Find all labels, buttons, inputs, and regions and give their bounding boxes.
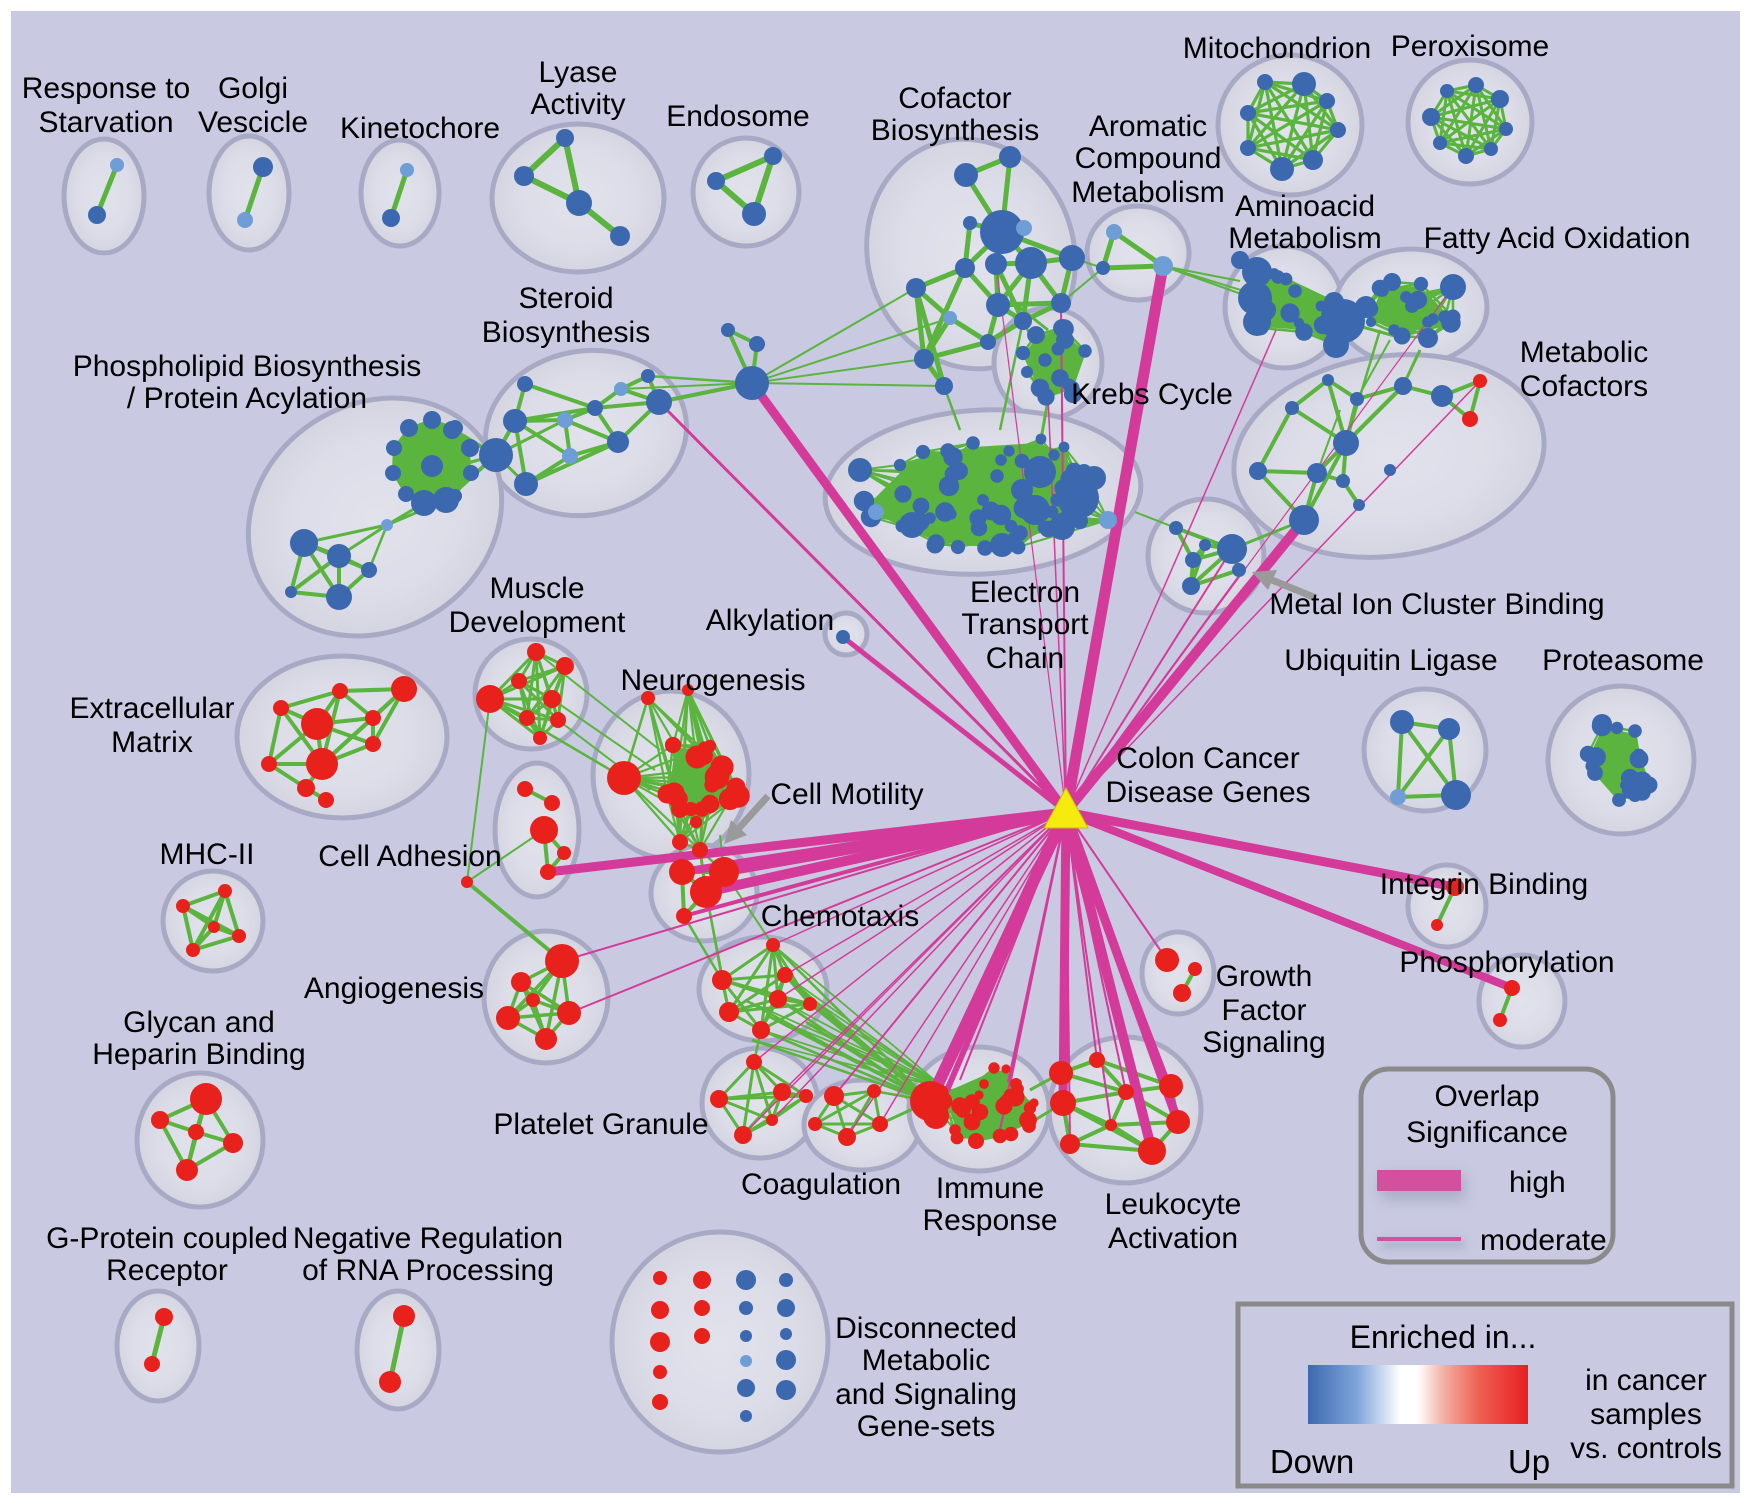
svg-text:Overlap: Overlap [1434,1080,1539,1113]
svg-text:Phosphorylation: Phosphorylation [1399,946,1614,979]
svg-text:Metabolic: Metabolic [1520,336,1648,369]
svg-text:Matrix: Matrix [111,726,193,759]
svg-text:high: high [1509,1166,1566,1199]
svg-text:Integrin Binding: Integrin Binding [1380,868,1588,901]
svg-text:Alkylation: Alkylation [706,604,834,637]
svg-text:Metal Ion Cluster Binding: Metal Ion Cluster Binding [1269,588,1604,621]
svg-text:Activation: Activation [1108,1222,1238,1255]
svg-text:Heparin Binding: Heparin Binding [92,1038,305,1071]
svg-text:Fatty Acid Oxidation: Fatty Acid Oxidation [1424,222,1691,255]
svg-text:G-Protein coupled: G-Protein coupled [46,1222,288,1255]
svg-text:Peroxisome: Peroxisome [1391,30,1549,63]
svg-text:Steroid: Steroid [518,282,613,315]
svg-text:MHC-II: MHC-II [160,838,255,871]
svg-text:Immune: Immune [936,1172,1044,1205]
svg-text:Endosome: Endosome [666,100,809,133]
svg-text:Biosynthesis: Biosynthesis [482,316,650,349]
svg-text:vs. controls: vs. controls [1570,1432,1722,1465]
svg-text:Compound: Compound [1075,142,1222,175]
svg-text:Muscle: Muscle [489,572,584,605]
svg-text:and Signaling: and Signaling [835,1378,1017,1411]
svg-text:Electron: Electron [970,576,1080,609]
svg-text:Lyase: Lyase [539,56,618,89]
svg-text:Activity: Activity [530,88,625,121]
svg-text:Metabolism: Metabolism [1228,222,1381,255]
svg-text:Platelet Granule: Platelet Granule [493,1108,708,1141]
svg-text:Factor: Factor [1221,994,1306,1027]
svg-text:Cofactor: Cofactor [898,82,1011,115]
svg-text:Response: Response [922,1204,1057,1237]
svg-text:Growth: Growth [1216,960,1313,993]
svg-text:Neurogenesis: Neurogenesis [620,664,805,697]
svg-text:Cell Adhesion: Cell Adhesion [318,840,501,873]
svg-text:/ Protein Acylation: / Protein Acylation [127,382,367,415]
svg-text:of RNA Processing: of RNA Processing [302,1254,554,1287]
svg-text:Glycan and: Glycan and [123,1006,275,1039]
svg-text:Phospholipid Biosynthesis: Phospholipid Biosynthesis [73,350,422,383]
svg-text:Metabolic: Metabolic [862,1344,990,1377]
svg-text:Biosynthesis: Biosynthesis [871,114,1039,147]
svg-text:in cancer: in cancer [1585,1364,1707,1397]
svg-text:Down: Down [1270,1443,1354,1480]
svg-text:Chain: Chain [986,642,1064,675]
svg-text:samples: samples [1590,1398,1702,1431]
svg-text:Angiogenesis: Angiogenesis [304,972,484,1005]
svg-text:Vescicle: Vescicle [198,106,308,139]
svg-text:Starvation: Starvation [38,106,173,139]
svg-text:Aromatic: Aromatic [1089,110,1207,143]
svg-text:Gene-sets: Gene-sets [857,1410,995,1443]
svg-text:Negative Regulation: Negative Regulation [293,1222,563,1255]
svg-text:Cofactors: Cofactors [1520,370,1648,403]
svg-text:Enriched in...: Enriched in... [1350,1319,1537,1355]
svg-text:Cell Motility: Cell Motility [770,778,923,811]
svg-text:Ubiquitin Ligase: Ubiquitin Ligase [1284,644,1497,677]
svg-text:Kinetochore: Kinetochore [340,112,500,145]
svg-text:Disease Genes: Disease Genes [1105,776,1310,809]
svg-text:Aminoacid: Aminoacid [1235,190,1375,223]
svg-text:Significance: Significance [1406,1116,1568,1149]
svg-text:Receptor: Receptor [106,1254,228,1287]
svg-text:Disconnected: Disconnected [835,1312,1017,1345]
svg-text:Metabolism: Metabolism [1071,176,1224,209]
svg-text:Development: Development [449,606,626,639]
svg-text:Chemotaxis: Chemotaxis [761,900,919,933]
svg-text:Response to: Response to [22,72,190,105]
svg-text:moderate: moderate [1480,1224,1607,1257]
svg-text:Up: Up [1508,1443,1550,1480]
svg-text:Colon Cancer: Colon Cancer [1116,742,1299,775]
svg-text:Golgi: Golgi [218,72,288,105]
svg-text:Transport: Transport [961,608,1089,641]
svg-text:Extracellular: Extracellular [69,692,234,725]
svg-text:Coagulation: Coagulation [741,1168,901,1201]
svg-text:Mitochondrion: Mitochondrion [1183,32,1371,65]
svg-text:Krebs Cycle: Krebs Cycle [1071,378,1233,411]
svg-text:Proteasome: Proteasome [1542,644,1704,677]
svg-text:Leukocyte: Leukocyte [1105,1188,1242,1221]
svg-text:Signaling: Signaling [1202,1026,1325,1059]
